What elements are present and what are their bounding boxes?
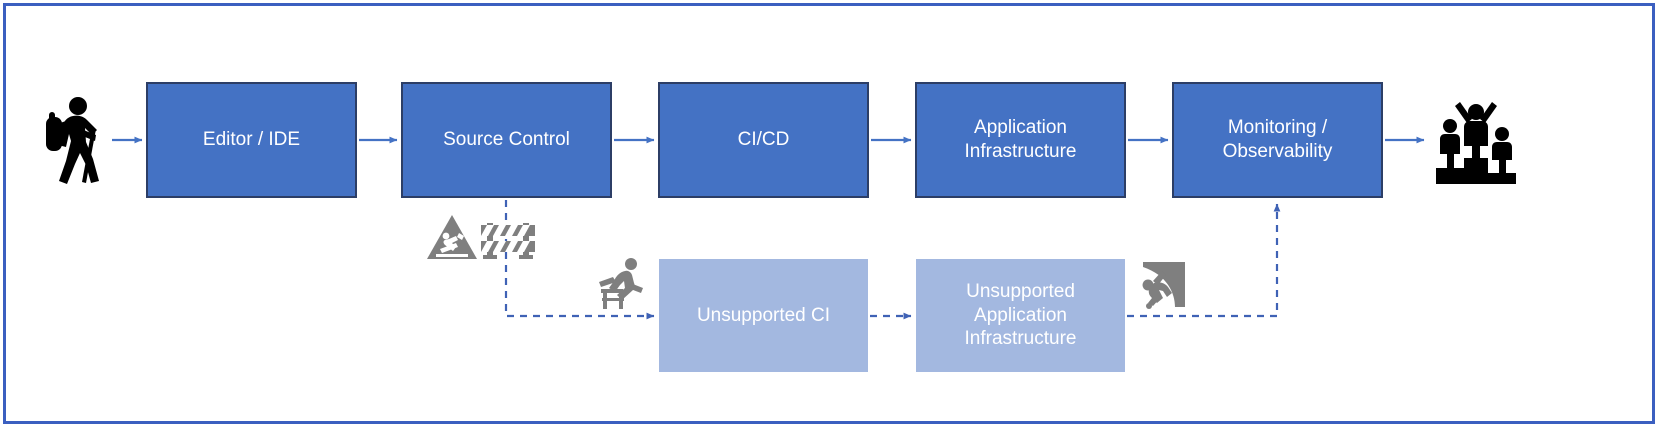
node-editor-ide[interactable]: Editor / IDE (146, 82, 357, 198)
node-application-infrastructure[interactable]: Application Infrastructure (915, 82, 1126, 198)
node-unsupported-application-infrastructure[interactable]: Unsupported Application Infrastructure (916, 259, 1125, 372)
node-ci-cd[interactable]: CI/CD (658, 82, 869, 198)
connector-unsupported-app-infra-to-monitoring (1127, 203, 1281, 318)
construction-barrier-icon (479, 213, 537, 261)
slip-hazard-warning-icon (426, 213, 478, 261)
winners-podium-icon (1428, 96, 1524, 186)
node-source-control[interactable]: Source Control (401, 82, 612, 198)
node-monitoring-observability[interactable]: Monitoring / Observability (1172, 82, 1383, 198)
hiker-icon (40, 95, 104, 187)
rock-climber-icon (1139, 259, 1191, 311)
node-unsupported-ci[interactable]: Unsupported CI (659, 259, 868, 372)
connector-source-control-to-unsupported-ci (504, 200, 655, 320)
hurdle-jumper-icon (589, 255, 645, 311)
